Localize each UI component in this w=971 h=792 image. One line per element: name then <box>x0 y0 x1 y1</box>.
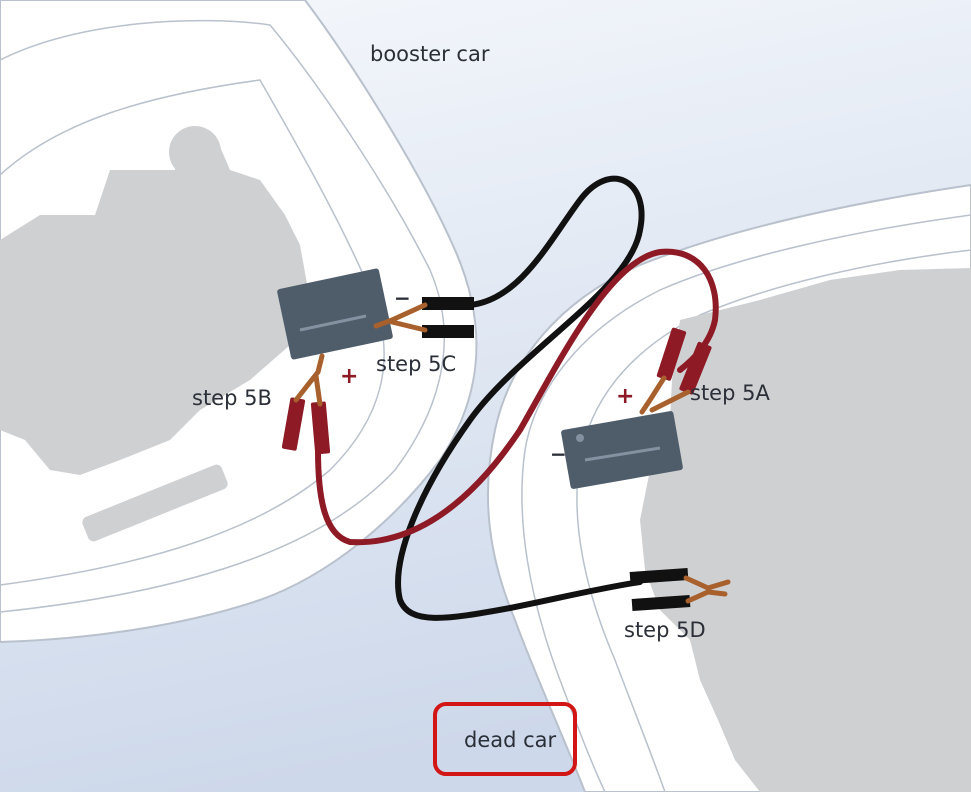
dead-car-highlight-box <box>433 702 577 776</box>
dead-car <box>486 183 971 792</box>
dead-car-label: dead car <box>464 728 557 752</box>
booster-battery <box>277 268 393 360</box>
clamp-handle-5d-black <box>631 594 691 612</box>
booster-engine-reservoir <box>169 126 221 178</box>
clamp-handle-5c-black <box>422 325 474 338</box>
booster-engine-part <box>82 464 228 542</box>
clamp-handle-5a-red <box>656 327 687 381</box>
clamp-handle-5a-red <box>679 341 712 395</box>
dead-car-contour-line <box>521 214 971 792</box>
clamp-handle-5b-red <box>310 401 331 455</box>
dead-negative-terminal-sign: − <box>550 442 567 466</box>
positive-cable-wire <box>315 248 719 546</box>
clamp-jaw-5d <box>683 575 731 604</box>
dead-battery <box>561 411 683 489</box>
clamp-handle-5c-black <box>422 297 474 310</box>
positive-cable <box>281 248 719 546</box>
dead-positive-terminal-sign: + <box>616 384 635 409</box>
clamp-handle-5d-black <box>629 567 689 585</box>
dead-engine <box>640 268 971 792</box>
clamp-jaw-5c <box>373 302 428 333</box>
step-5a-label: step 5A <box>690 381 770 405</box>
booster-car-contour-line <box>0 19 446 613</box>
negative-cable-wire <box>395 175 645 621</box>
step-5d-label: step 5D <box>624 618 706 642</box>
dead-battery-vent <box>576 434 584 442</box>
booster-engine <box>0 135 310 475</box>
booster-car-label: booster car <box>370 42 490 66</box>
negative-cable <box>373 175 731 621</box>
booster-battery-detail <box>299 314 367 332</box>
step-5c-label: step 5C <box>376 352 457 376</box>
clamp-jaw-5a <box>639 375 691 415</box>
clamp-jaw-5b <box>293 353 325 407</box>
clamp-handle-5b-red <box>281 397 306 451</box>
booster-positive-terminal-sign: + <box>340 364 359 389</box>
booster-negative-terminal-sign: − <box>394 286 411 310</box>
step-5b-label: step 5B <box>192 386 272 410</box>
dead-battery-detail <box>584 446 661 462</box>
booster-car <box>0 0 478 644</box>
